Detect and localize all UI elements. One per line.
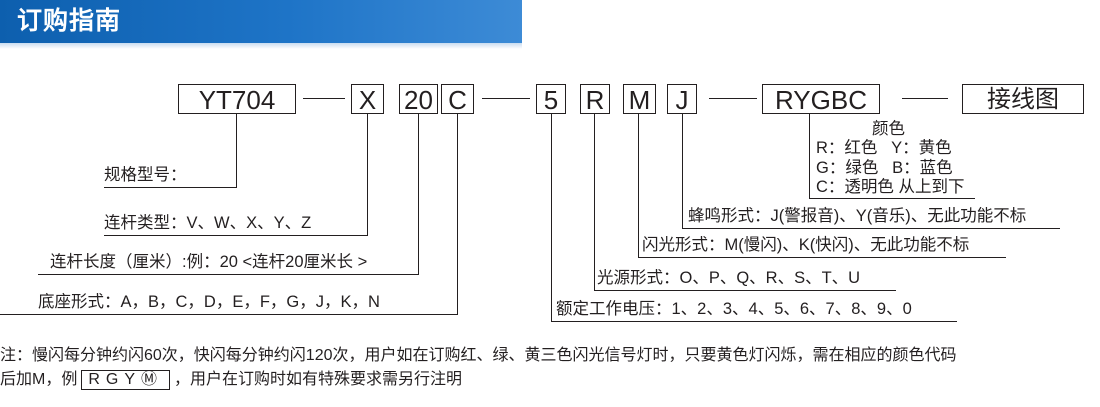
colors-legend-title: 颜色 xyxy=(872,120,905,138)
label-model: 规格型号： xyxy=(104,166,187,184)
code-box-flash: M xyxy=(623,84,656,115)
colors-legend-line-2: G：绿色 B：蓝色 xyxy=(816,159,953,177)
code-box-colors: RYGBC xyxy=(762,84,880,115)
connector-base-form-underline xyxy=(0,314,458,315)
code-box-model: YT704 xyxy=(178,84,296,115)
label-flash: 闪光形式：M(慢闪)、K(快闪)、无此功能不标 xyxy=(642,236,970,254)
code-box-light-source: R xyxy=(580,84,610,115)
colors-legend-line-1: R：红色 Y：黄色 xyxy=(816,139,952,157)
dash-separator xyxy=(303,98,345,99)
connector-model xyxy=(236,114,237,187)
connector-colors-underline xyxy=(809,198,975,199)
section-title: 订购指南 xyxy=(17,7,122,35)
dash-separator xyxy=(482,98,530,99)
note-example-code: RGYⓂ xyxy=(81,370,171,390)
label-light-source: 光源形式：O、P、Q、R、S、T、U xyxy=(597,269,861,287)
connector-flash-underline xyxy=(638,257,1006,258)
note-line-2-suffix: ，用户在订购时如有特殊要求需另行注明 xyxy=(174,371,463,388)
note-line-1: 注：慢闪每分钟约闪60次，快闪每分钟约闪120次，用户如在订购红、绿、黄三色闪光… xyxy=(0,347,957,364)
connector-rod-type-underline xyxy=(104,235,368,236)
connector-rod-length xyxy=(418,114,419,274)
code-box-wiring: 接线图 xyxy=(962,84,1084,114)
connector-rod-type xyxy=(367,114,368,235)
connector-buzzer-underline xyxy=(682,228,1060,229)
code-box-rod-type: X xyxy=(351,84,384,115)
section-header-shadow xyxy=(0,43,522,49)
code-box-buzzer: J xyxy=(667,84,697,115)
label-rod-type: 连杆类型：V、W、X、Y、Z xyxy=(104,214,312,232)
connector-colors xyxy=(809,114,810,198)
colors-legend-line-3: C：透明色 从上到下 xyxy=(816,178,965,196)
section-header-band xyxy=(0,0,522,43)
connector-flash xyxy=(638,114,639,257)
dash-separator xyxy=(709,98,757,99)
connector-voltage-underline xyxy=(551,321,957,322)
connector-voltage xyxy=(551,114,552,321)
label-rod-length: 连杆长度（厘米）:例：20 <连杆20厘米长 > xyxy=(50,253,368,271)
label-voltage: 额定工作电压：1、2、3、4、5、6、7、8、9、0 xyxy=(556,300,912,318)
connector-buzzer xyxy=(682,114,683,228)
dash-separator xyxy=(902,98,948,99)
label-base-form: 底座形式：A，B，C，D，E，F，G，J，K，N xyxy=(38,293,380,311)
connector-light-source xyxy=(594,114,595,290)
note-line-2-prefix: 后加M，例 xyxy=(0,371,78,388)
connector-model-underline xyxy=(104,187,237,188)
connector-light-source-underline xyxy=(594,290,896,291)
connector-rod-length-underline xyxy=(38,274,419,275)
code-box-voltage: 5 xyxy=(536,84,566,115)
code-box-base-form: C xyxy=(441,84,474,115)
connector-base-form xyxy=(457,114,458,314)
label-buzzer: 蜂鸣形式：J(警报音)、Y(音乐)、无此功能不标 xyxy=(688,207,1027,225)
code-box-rod-length: 20 xyxy=(399,84,438,115)
